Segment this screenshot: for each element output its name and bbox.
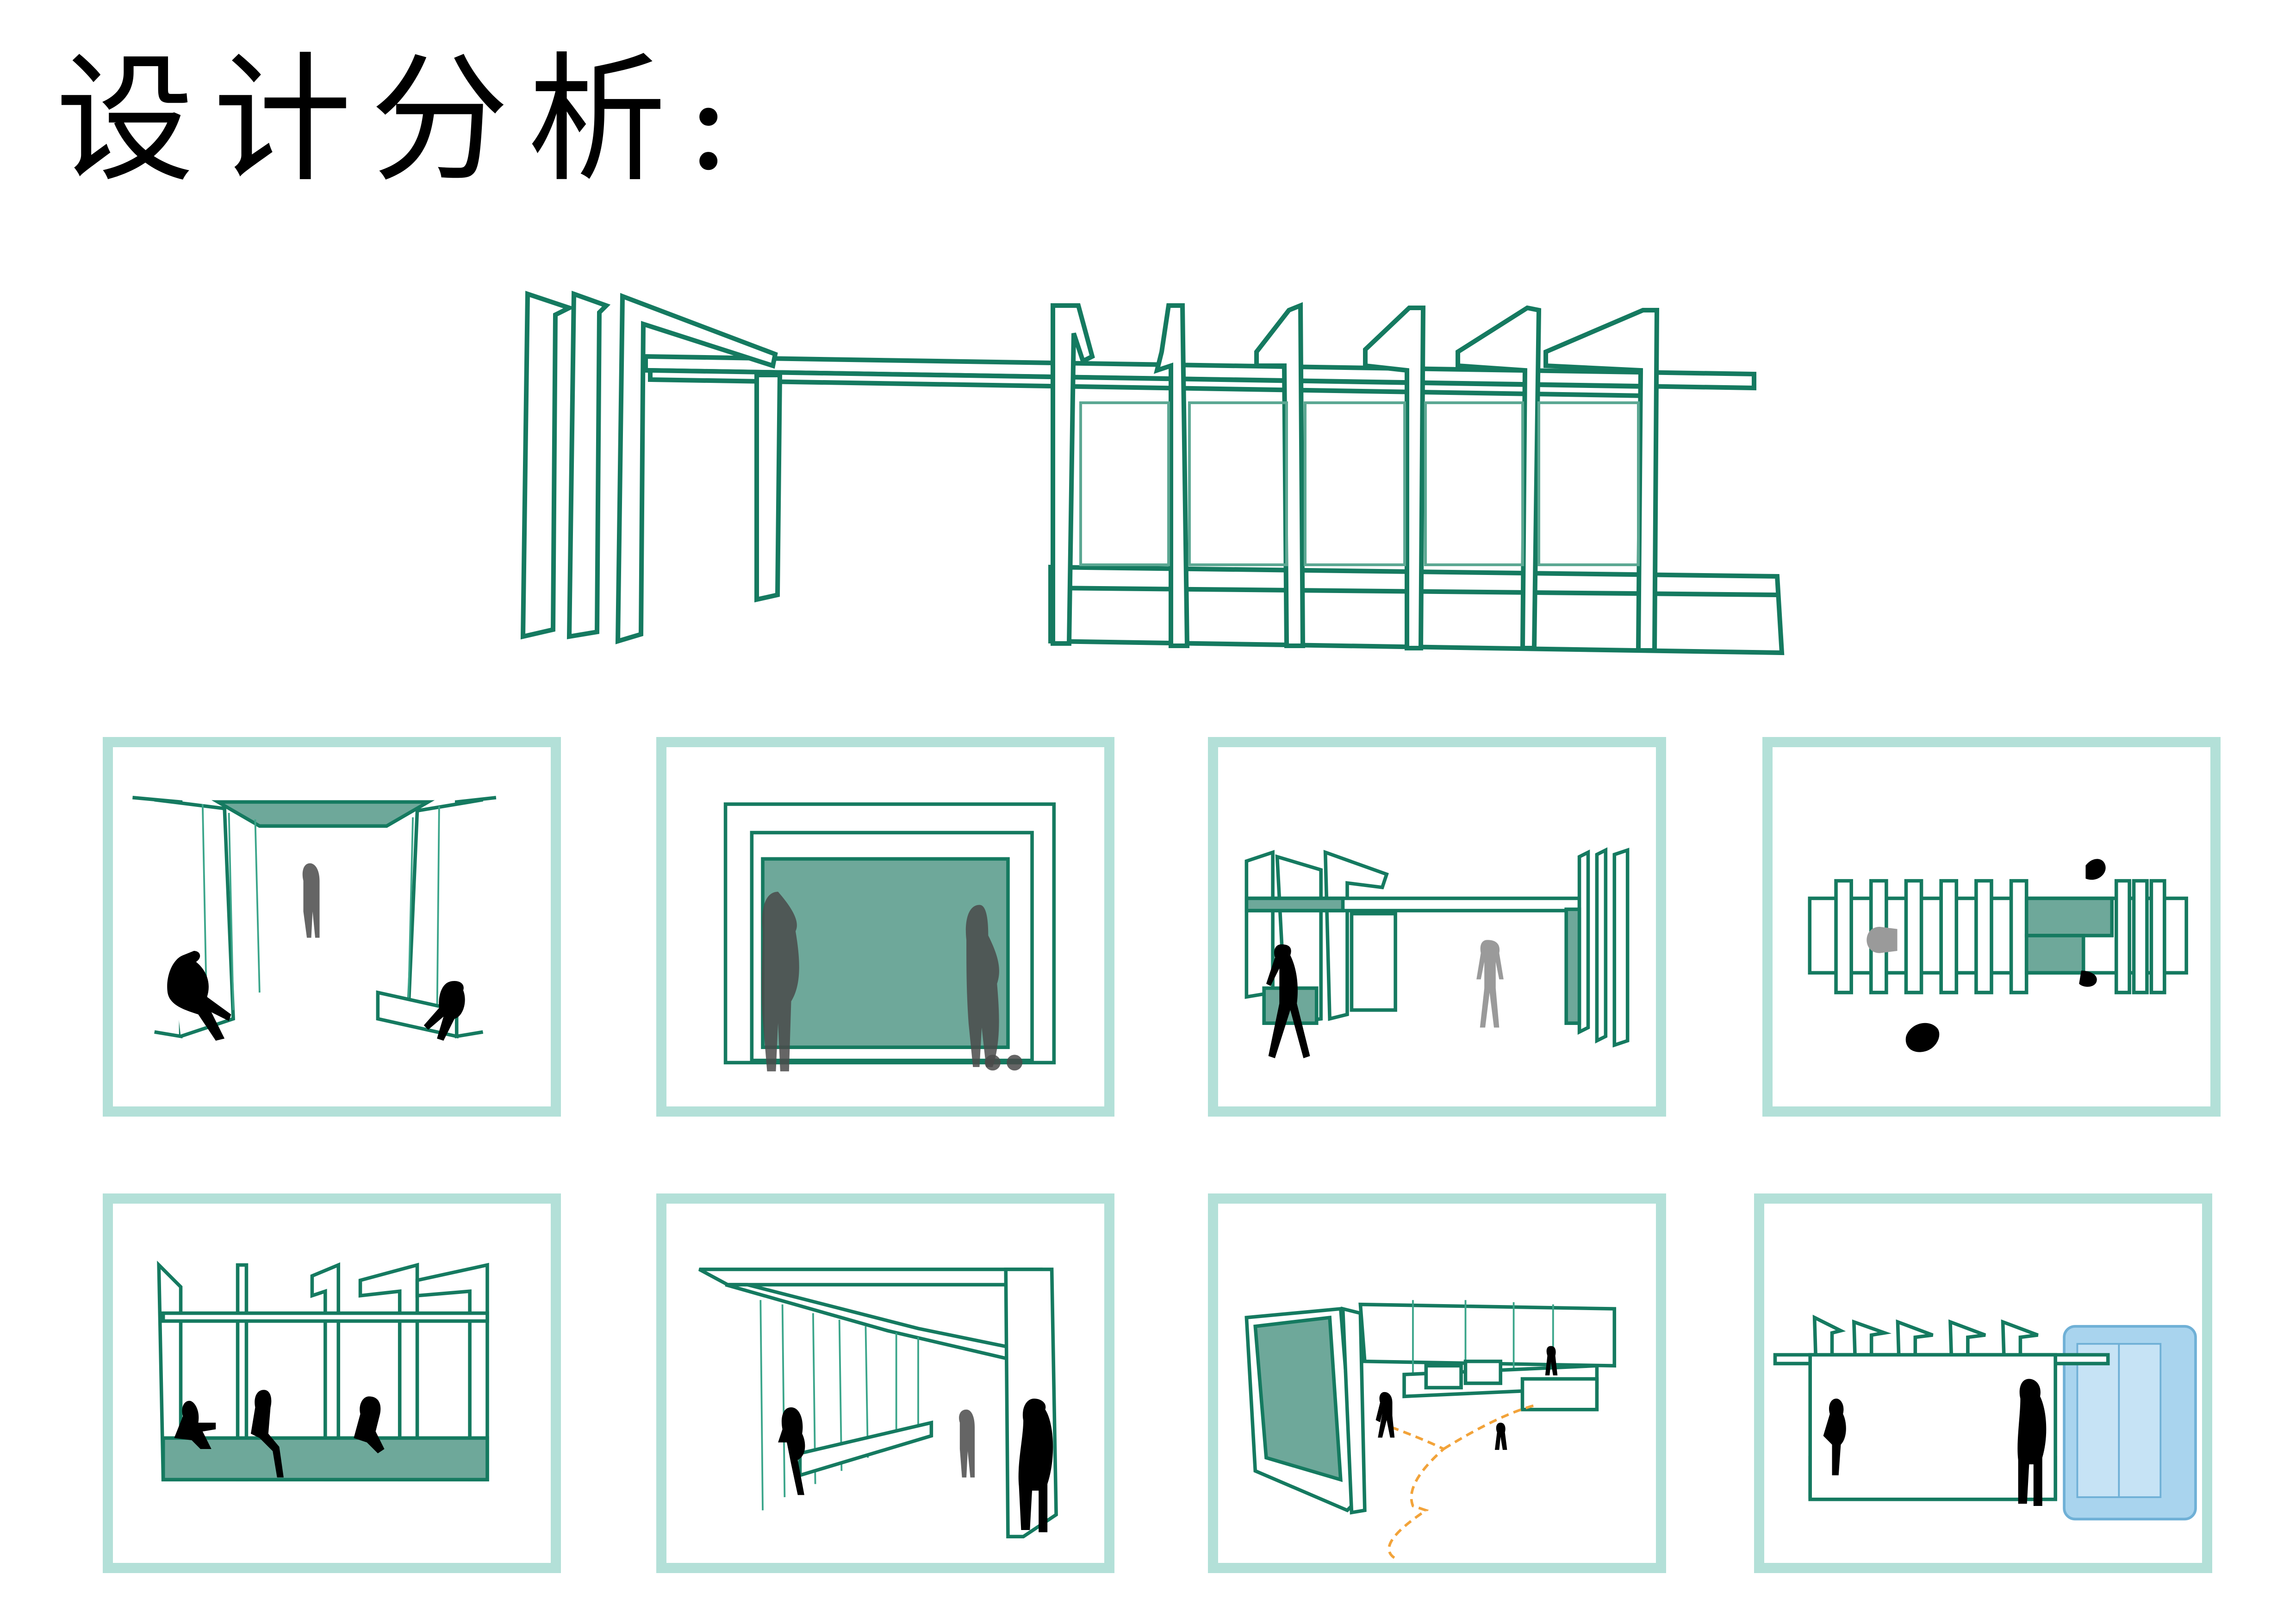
panel-elevation-seated xyxy=(103,1193,561,1573)
hero-fin-3 xyxy=(615,293,778,644)
panel-side-view xyxy=(1208,737,1666,1117)
page-title: 设计分析: xyxy=(56,39,751,201)
shelter-overview-drawing xyxy=(520,290,1785,656)
panel-interior-perspective xyxy=(103,737,561,1117)
hero-fin-1 xyxy=(520,291,576,640)
panel-elevation-bus xyxy=(1754,1193,2212,1573)
panel-wall-panel xyxy=(656,737,1114,1117)
panel-circulation xyxy=(1208,1193,1666,1573)
panel-interior-standing xyxy=(656,1193,1114,1573)
hero-fin-2 xyxy=(566,290,611,639)
panel-plan-view xyxy=(1762,737,2221,1117)
